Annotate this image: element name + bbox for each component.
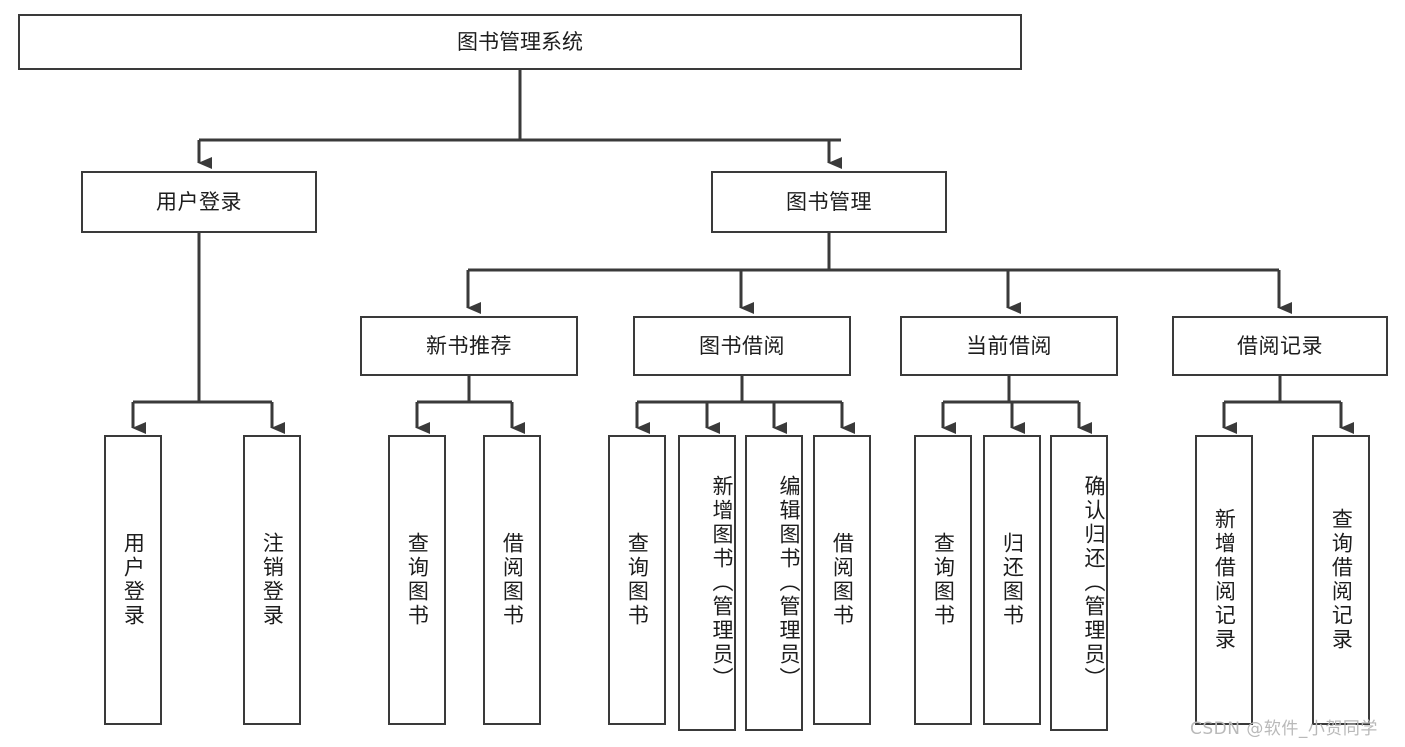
node-label: 借阅图书 [500, 532, 525, 628]
node-label: 图书借阅 [699, 333, 785, 358]
leaf-confirm-return-admin[interactable]: 确认归还（管理员） [1050, 435, 1108, 731]
leaf-borrow-book-borrow[interactable]: 借阅图书 [813, 435, 871, 725]
node-label: 查询图书 [625, 532, 650, 628]
node-label: 用户登录 [121, 532, 146, 628]
node-label: 新书推荐 [426, 333, 512, 358]
node-label: 图书管理系统 [457, 29, 583, 54]
node-label: 新增图书（管理员） [710, 475, 734, 691]
node-user-login[interactable]: 用户登录 [81, 171, 317, 233]
node-root-system[interactable]: 图书管理系统 [18, 14, 1022, 70]
node-label: 查询图书 [405, 532, 430, 628]
leaf-add-book-admin[interactable]: 新增图书（管理员） [678, 435, 736, 731]
node-label: 用户登录 [156, 189, 242, 214]
leaf-return-book[interactable]: 归还图书 [983, 435, 1041, 725]
node-label: 图书管理 [786, 189, 872, 214]
node-label: 注销登录 [260, 532, 285, 628]
leaf-query-borrow-record[interactable]: 查询借阅记录 [1312, 435, 1370, 725]
node-label: 借阅记录 [1237, 333, 1323, 358]
node-book-management[interactable]: 图书管理 [711, 171, 947, 233]
node-label: 编辑图书（管理员） [777, 475, 801, 691]
leaf-query-book-current[interactable]: 查询图书 [914, 435, 972, 725]
node-label: 新增借阅记录 [1212, 508, 1237, 652]
node-label: 查询图书 [931, 532, 956, 628]
leaf-query-book-rec[interactable]: 查询图书 [388, 435, 446, 725]
leaf-logout[interactable]: 注销登录 [243, 435, 301, 725]
node-borrow-record[interactable]: 借阅记录 [1172, 316, 1388, 376]
watermark: CSDN @软件_小贺同学 [1190, 719, 1378, 739]
node-label: 归还图书 [1000, 532, 1025, 628]
node-label: 确认归还（管理员） [1082, 475, 1106, 691]
node-current-borrow[interactable]: 当前借阅 [900, 316, 1118, 376]
node-label: 当前借阅 [966, 333, 1052, 358]
leaf-edit-book-admin[interactable]: 编辑图书（管理员） [745, 435, 803, 731]
leaf-query-book-borrow[interactable]: 查询图书 [608, 435, 666, 725]
node-book-borrow[interactable]: 图书借阅 [633, 316, 851, 376]
leaf-user-login[interactable]: 用户登录 [104, 435, 162, 725]
node-label: 借阅图书 [830, 532, 855, 628]
node-new-book-recommend[interactable]: 新书推荐 [360, 316, 578, 376]
leaf-borrow-book-rec[interactable]: 借阅图书 [483, 435, 541, 725]
node-label: 查询借阅记录 [1329, 508, 1354, 652]
leaf-add-borrow-record[interactable]: 新增借阅记录 [1195, 435, 1253, 725]
